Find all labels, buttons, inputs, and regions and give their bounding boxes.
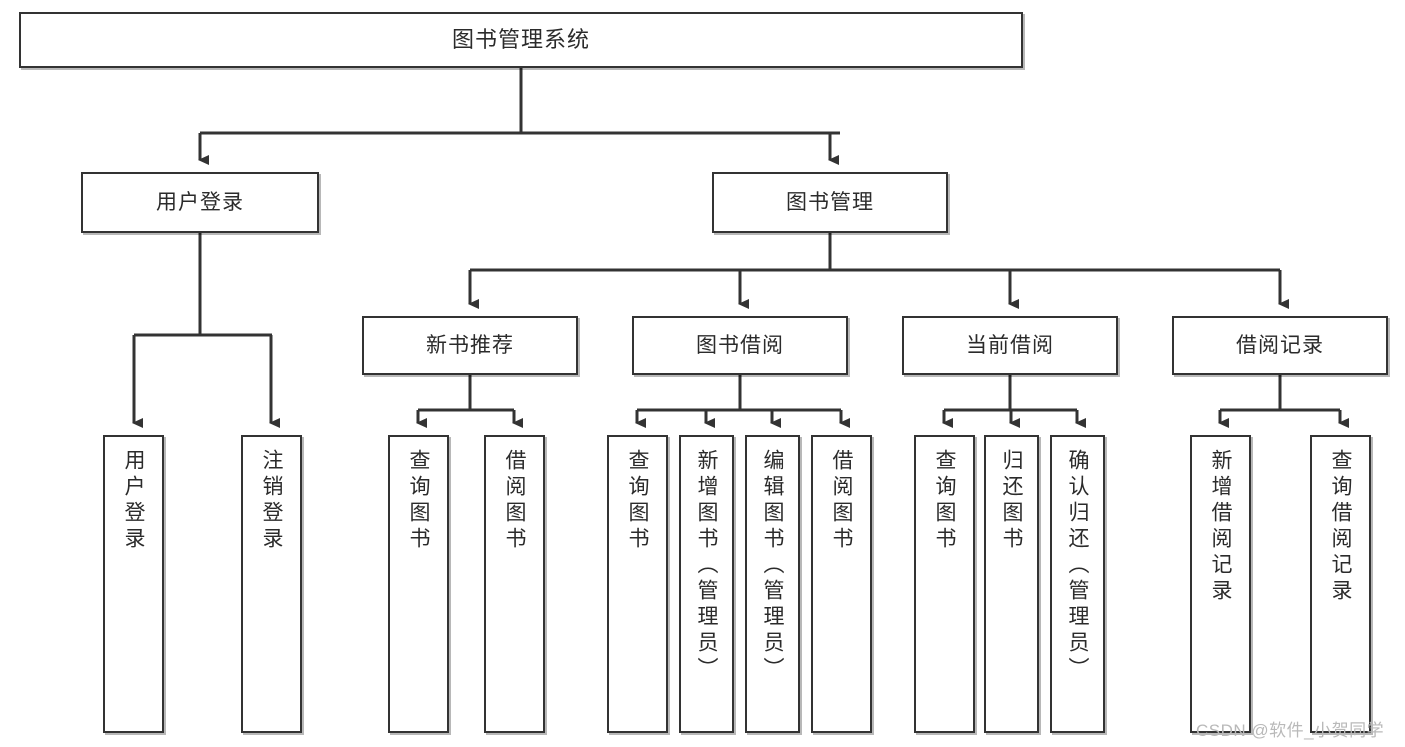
node-current-borrow-label: 当前借阅 [966, 334, 1054, 357]
node-borrow-records[interactable]: 借阅记录 [1172, 316, 1388, 375]
leaf-query-book-3[interactable]: 查询图书 [914, 435, 975, 733]
leaf-return-book[interactable]: 归还图书 [984, 435, 1039, 733]
leaf-borrow-book-2-label: 借阅图书 [830, 449, 853, 553]
leaf-query-borrow-record[interactable]: 查询借阅记录 [1310, 435, 1371, 733]
node-root[interactable]: 图书管理系统 [19, 12, 1023, 68]
leaf-add-book-admin[interactable]: 新增图书（管理员） [679, 435, 734, 733]
leaf-query-borrow-record-label: 查询借阅记录 [1329, 449, 1352, 605]
node-book-borrow-label: 图书借阅 [696, 334, 784, 357]
node-book-management-label: 图书管理 [786, 191, 874, 214]
node-user-login[interactable]: 用户登录 [81, 172, 319, 233]
leaf-edit-book-admin[interactable]: 编辑图书（管理员） [745, 435, 800, 733]
leaf-confirm-return-admin[interactable]: 确认归还（管理员） [1050, 435, 1105, 733]
leaf-add-borrow-record-label: 新增借阅记录 [1209, 449, 1232, 605]
leaf-return-book-label: 归还图书 [1000, 449, 1023, 553]
leaf-borrow-book-1[interactable]: 借阅图书 [484, 435, 545, 733]
leaf-user-login[interactable]: 用户登录 [103, 435, 164, 733]
leaf-query-book-2-label: 查询图书 [626, 449, 649, 553]
node-user-login-label: 用户登录 [156, 191, 244, 214]
node-root-label: 图书管理系统 [451, 27, 590, 52]
leaf-borrow-book-1-label: 借阅图书 [503, 449, 526, 553]
leaf-query-book-1[interactable]: 查询图书 [388, 435, 449, 733]
leaf-confirm-return-admin-label: 确认归还（管理员） [1066, 449, 1089, 683]
node-book-borrow[interactable]: 图书借阅 [632, 316, 848, 375]
node-new-book-recommend-label: 新书推荐 [426, 334, 514, 357]
leaf-query-book-3-label: 查询图书 [933, 449, 956, 553]
leaf-borrow-book-2[interactable]: 借阅图书 [811, 435, 872, 733]
node-book-management[interactable]: 图书管理 [712, 172, 948, 233]
csdn-watermark: CSDN @软件_小贺同学 [1196, 721, 1385, 740]
leaf-edit-book-admin-label: 编辑图书（管理员） [761, 449, 784, 683]
leaf-query-book-2[interactable]: 查询图书 [607, 435, 668, 733]
leaf-user-login-label: 用户登录 [122, 449, 145, 553]
leaf-add-borrow-record[interactable]: 新增借阅记录 [1190, 435, 1251, 733]
leaf-add-book-admin-label: 新增图书（管理员） [695, 449, 718, 683]
node-current-borrow[interactable]: 当前借阅 [902, 316, 1118, 375]
leaf-logout-label: 注销登录 [260, 449, 283, 553]
leaf-query-book-1-label: 查询图书 [407, 449, 430, 553]
node-borrow-records-label: 借阅记录 [1236, 334, 1324, 357]
leaf-logout[interactable]: 注销登录 [241, 435, 302, 733]
node-new-book-recommend[interactable]: 新书推荐 [362, 316, 578, 375]
